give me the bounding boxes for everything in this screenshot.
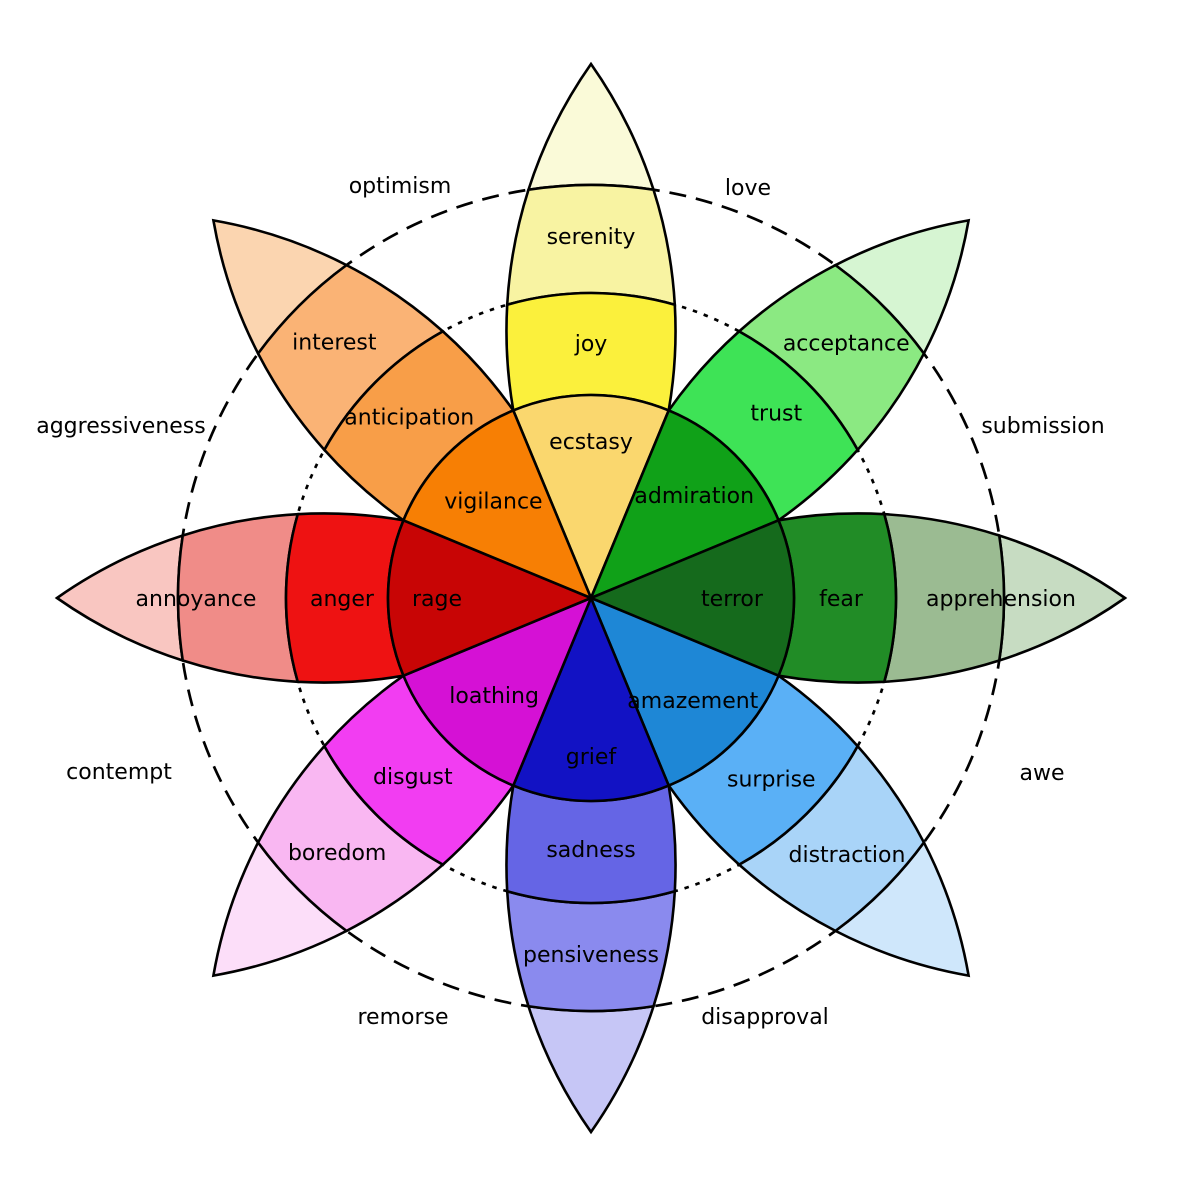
band-tip-up: [526, 61, 656, 192]
label-rage: rage: [412, 587, 462, 612]
petal-up-left: [211, 218, 594, 601]
label-admiration: admiration: [634, 484, 754, 509]
label-interest: interest: [292, 330, 377, 355]
label-amazement: amazement: [627, 689, 758, 714]
label-disapproval: disapproval: [701, 1005, 829, 1030]
label-loathing: loathing: [449, 684, 539, 709]
label-distraction: distraction: [789, 843, 906, 868]
band-admiration: [588, 408, 781, 601]
label-serenity: serenity: [547, 225, 636, 250]
label-trust: trust: [750, 402, 802, 427]
label-vigilance: vigilance: [444, 489, 542, 514]
band-terror: [587, 518, 796, 678]
label-aggressiveness: aggressiveness: [36, 414, 206, 439]
label-annoyance: annoyance: [136, 587, 257, 612]
label-disgust: disgust: [373, 765, 453, 790]
band-ecstasy: [511, 393, 671, 602]
band-vigilance: [401, 408, 594, 601]
petal-left: [54, 512, 595, 684]
petal-up-right: [588, 218, 971, 601]
label-optimism: optimism: [349, 174, 452, 199]
label-surprise: surprise: [727, 767, 816, 792]
label-terror: terror: [701, 587, 764, 612]
band-loathing: [401, 595, 594, 788]
band-rage: [386, 518, 595, 678]
label-anticipation: anticipation: [344, 405, 474, 430]
band-grief: [511, 594, 671, 803]
label-apprehension: apprehension: [926, 587, 1076, 612]
label-anger: anger: [310, 587, 375, 612]
label-fear: fear: [819, 587, 864, 612]
label-acceptance: acceptance: [783, 332, 910, 357]
label-pensiveness: pensiveness: [523, 943, 659, 968]
label-remorse: remorse: [357, 1005, 448, 1030]
petal-down-right: [588, 595, 971, 978]
label-submission: submission: [981, 414, 1104, 439]
label-awe: awe: [1019, 761, 1064, 786]
band-tip-down: [526, 1004, 656, 1135]
label-sadness: sadness: [546, 838, 635, 863]
petal-up: [505, 61, 677, 602]
petal-right: [587, 512, 1128, 684]
label-grief: grief: [566, 745, 618, 770]
petal-down: [505, 594, 677, 1135]
label-contempt: contempt: [66, 760, 172, 785]
label-love: love: [725, 176, 771, 201]
petal-down-left: [211, 595, 594, 978]
label-ecstasy: ecstasy: [549, 430, 633, 455]
label-boredom: boredom: [288, 841, 386, 866]
band-amazement: [588, 595, 781, 788]
label-joy: joy: [574, 332, 608, 357]
